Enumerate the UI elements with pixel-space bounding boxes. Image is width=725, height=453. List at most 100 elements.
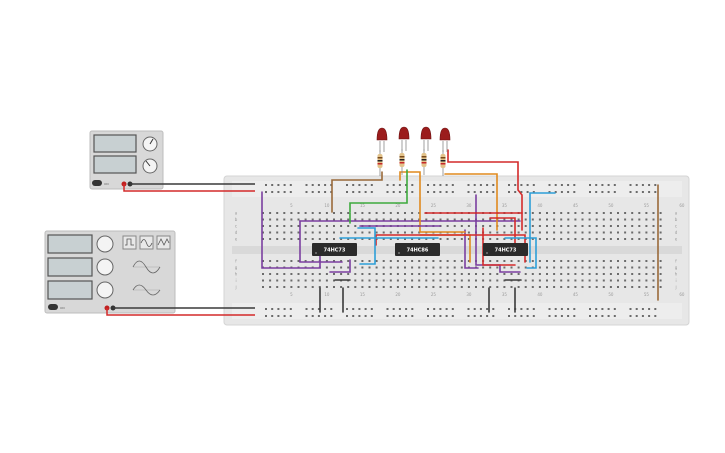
breadboard-hole[interactable] [411, 308, 414, 310]
breadboard-hole[interactable] [538, 238, 541, 240]
breadboard-hole[interactable] [482, 218, 485, 221]
breadboard-hole[interactable] [595, 286, 598, 288]
breadboard-hole[interactable] [432, 273, 435, 275]
breadboard-hole[interactable] [453, 273, 456, 275]
breadboard-hole[interactable] [510, 266, 513, 269]
breadboard-hole[interactable] [567, 308, 570, 310]
breadboard-hole[interactable] [346, 308, 348, 310]
breadboard-hole[interactable] [645, 238, 648, 240]
breadboard-hole[interactable] [467, 231, 470, 234]
breadboard-hole[interactable] [271, 315, 274, 317]
breadboard-hole[interactable] [446, 238, 449, 240]
breadboard-hole[interactable] [567, 260, 570, 262]
breadboard-hole[interactable] [624, 218, 627, 221]
breadboard-hole[interactable] [354, 238, 357, 240]
breadboard-hole[interactable] [283, 218, 286, 221]
breadboard-hole[interactable] [548, 191, 551, 193]
breadboard-hole[interactable] [538, 225, 541, 227]
breadboard-hole[interactable] [361, 238, 364, 240]
breadboard-hole[interactable] [510, 218, 513, 221]
breadboard-hole[interactable] [546, 212, 548, 214]
breadboard-hole[interactable] [432, 279, 435, 282]
breadboard-hole[interactable] [318, 212, 321, 214]
breadboard-hole[interactable] [269, 225, 272, 227]
breadboard-hole[interactable] [304, 273, 307, 275]
breadboard-hole[interactable] [567, 218, 570, 221]
breadboard-hole[interactable] [496, 286, 499, 288]
breadboard-hole[interactable] [609, 225, 612, 227]
breadboard-hole[interactable] [588, 225, 591, 227]
breadboard-hole[interactable] [520, 191, 523, 193]
breadboard-hole[interactable] [553, 218, 556, 221]
breadboard-hole[interactable] [624, 212, 627, 214]
breadboard-hole[interactable] [333, 231, 335, 234]
breadboard-hole[interactable] [361, 286, 364, 288]
chip-u2[interactable]: 74HC86 [395, 243, 440, 256]
breadboard-hole[interactable] [375, 212, 378, 214]
breadboard-hole[interactable] [451, 308, 454, 310]
breadboard-hole[interactable] [354, 212, 357, 214]
breadboard-hole[interactable] [418, 273, 421, 275]
breadboard-hole[interactable] [467, 308, 470, 310]
breadboard-hole[interactable] [553, 225, 556, 227]
breadboard-hole[interactable] [574, 273, 577, 275]
breadboard-hole[interactable] [574, 218, 577, 221]
breadboard-hole[interactable] [524, 273, 527, 275]
breadboard-hole[interactable] [364, 308, 367, 310]
breadboard-hole[interactable] [354, 218, 357, 221]
breadboard-hole[interactable] [588, 279, 591, 282]
breadboard-hole[interactable] [333, 286, 335, 288]
breadboard-hole[interactable] [553, 260, 556, 262]
breadboard-hole[interactable] [325, 260, 328, 262]
breadboard-hole[interactable] [439, 279, 442, 282]
breadboard-hole[interactable] [460, 279, 463, 282]
breadboard-hole[interactable] [368, 273, 371, 275]
breadboard-hole[interactable] [364, 191, 367, 193]
resistor-3[interactable] [421, 149, 427, 175]
breadboard-hole[interactable] [439, 286, 442, 288]
breadboard-hole[interactable] [283, 279, 286, 282]
breadboard-hole[interactable] [624, 279, 627, 282]
breadboard-hole[interactable] [311, 286, 314, 288]
breadboard-hole[interactable] [482, 225, 485, 227]
breadboard-hole[interactable] [392, 191, 395, 193]
breadboard-hole[interactable] [526, 191, 529, 193]
breadboard-hole[interactable] [652, 238, 655, 240]
breadboard-hole[interactable] [601, 315, 604, 317]
breadboard-hole[interactable] [659, 218, 662, 221]
breadboard-hole[interactable] [641, 191, 644, 193]
breadboard-hole[interactable] [364, 315, 367, 317]
breadboard-hole[interactable] [432, 286, 435, 288]
breadboard-hole[interactable] [546, 238, 548, 240]
breadboard-hole[interactable] [333, 279, 335, 282]
breadboard-hole[interactable] [289, 191, 292, 193]
breadboard-hole[interactable] [648, 191, 651, 193]
breadboard-hole[interactable] [290, 238, 293, 240]
generator-switch[interactable] [48, 304, 58, 310]
breadboard-hole[interactable] [304, 279, 307, 282]
breadboard-hole[interactable] [427, 191, 429, 193]
breadboard-hole[interactable] [276, 286, 279, 288]
breadboard-hole[interactable] [567, 286, 570, 288]
breadboard-hole[interactable] [496, 273, 499, 275]
breadboard-hole[interactable] [290, 225, 293, 227]
breadboard-hole[interactable] [489, 286, 492, 288]
breadboard-hole[interactable] [364, 184, 367, 186]
breadboard-hole[interactable] [645, 279, 648, 282]
breadboard-hole[interactable] [532, 191, 535, 193]
breadboard-hole[interactable] [581, 279, 584, 282]
breadboard-hole[interactable] [531, 279, 534, 282]
breadboard-hole[interactable] [425, 218, 428, 221]
breadboard-hole[interactable] [659, 266, 662, 269]
breadboard-hole[interactable] [581, 260, 584, 262]
breadboard-hole[interactable] [346, 315, 348, 317]
breadboard-hole[interactable] [652, 225, 655, 227]
breadboard-hole[interactable] [396, 286, 399, 288]
breadboard-hole[interactable] [290, 273, 293, 275]
breadboard-hole[interactable] [276, 273, 279, 275]
breadboard-hole[interactable] [609, 218, 612, 221]
breadboard-hole[interactable] [524, 218, 527, 221]
breadboard-hole[interactable] [629, 191, 632, 193]
breadboard-hole[interactable] [467, 279, 470, 282]
breadboard-hole[interactable] [460, 238, 463, 240]
